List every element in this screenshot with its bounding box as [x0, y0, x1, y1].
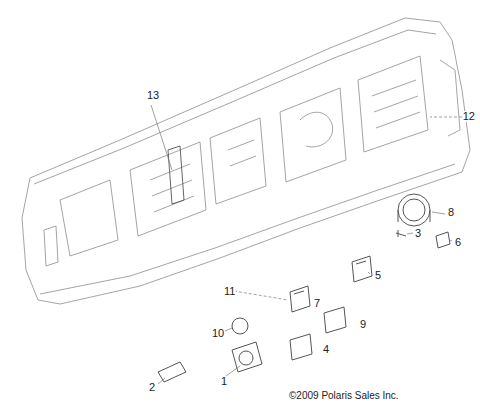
callout-number: 7: [313, 298, 321, 309]
callout-number: 4: [322, 344, 330, 355]
callout-number: 8: [447, 207, 455, 218]
copyright-notice: ©2009 Polaris Sales Inc.: [288, 391, 400, 401]
callout-number: 9: [359, 319, 367, 330]
callout-number: 12: [462, 111, 476, 122]
callout-number: 3: [414, 228, 422, 239]
callout-number: 2: [148, 382, 156, 393]
callout-number: 11: [223, 286, 236, 297]
callout-number: 5: [374, 270, 382, 281]
callout-number: 10: [211, 328, 225, 339]
callout-number: 6: [454, 237, 462, 248]
callout-number: 13: [146, 90, 160, 101]
callout-number: 1: [220, 376, 228, 387]
